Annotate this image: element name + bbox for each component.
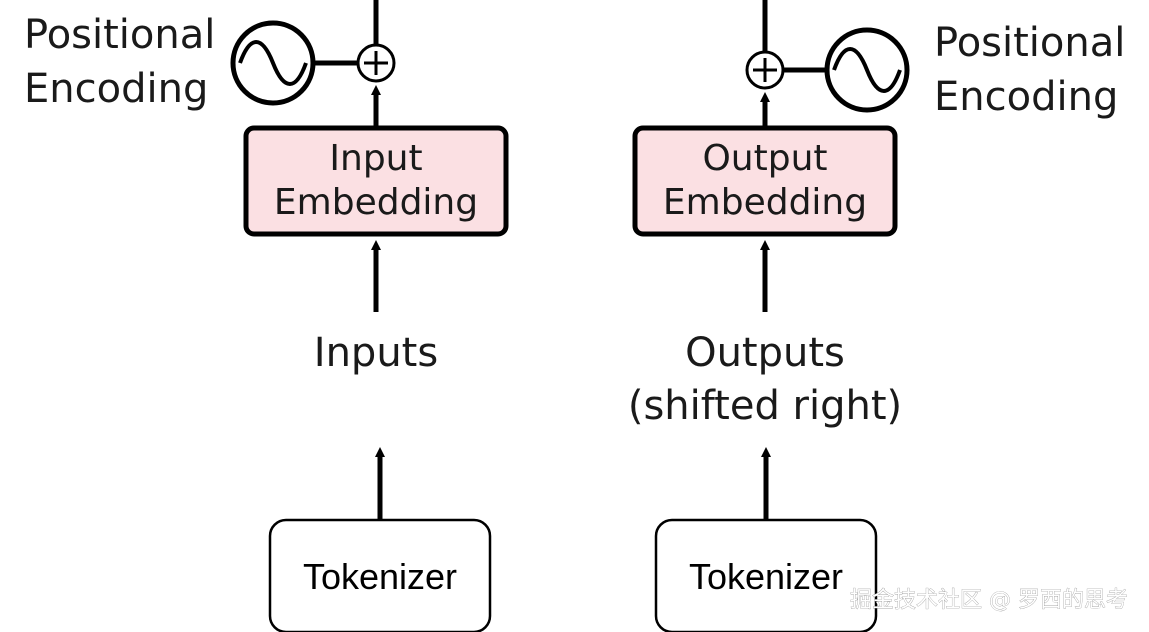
decoder-positional-label-line1: Positional	[934, 20, 1125, 66]
output-embedding-box	[632, 125, 898, 237]
inputs-label: Inputs	[314, 330, 438, 376]
decoder-column: Positional Encoding Output Embedding Out…	[628, 0, 1125, 632]
encoder-positional-label-line1: Positional	[24, 12, 215, 58]
outputs-label-line2: (shifted right)	[628, 383, 902, 429]
encoder-column: Positional Encoding Input Embedding Inpu…	[24, 0, 509, 632]
encoder-sine-wave-icon	[230, 20, 316, 106]
output-embedding-label-line1: Output	[702, 138, 827, 179]
decoder-add-icon	[745, 50, 785, 90]
outputs-label-line1: Outputs	[685, 330, 845, 376]
input-embedding-label-line2: Embedding	[274, 182, 478, 223]
output-embedding-label-line2: Embedding	[663, 182, 867, 223]
encoder-add-icon	[356, 43, 396, 83]
decoder-positional-label-line2: Encoding	[934, 74, 1118, 120]
input-embedding-box	[243, 125, 509, 237]
input-embedding-label-line1: Input	[329, 138, 422, 179]
decoder-sine-wave-icon	[824, 27, 910, 113]
decoder-tokenizer-label: Tokenizer	[689, 556, 843, 597]
encoder-positional-label-line2: Encoding	[24, 66, 208, 112]
encoder-tokenizer-box	[268, 518, 492, 632]
watermark-text: 掘金技术社区 @ 罗西的思考	[850, 588, 1128, 613]
encoder-tokenizer-label: Tokenizer	[303, 556, 457, 597]
decoder-tokenizer-box	[654, 518, 878, 632]
